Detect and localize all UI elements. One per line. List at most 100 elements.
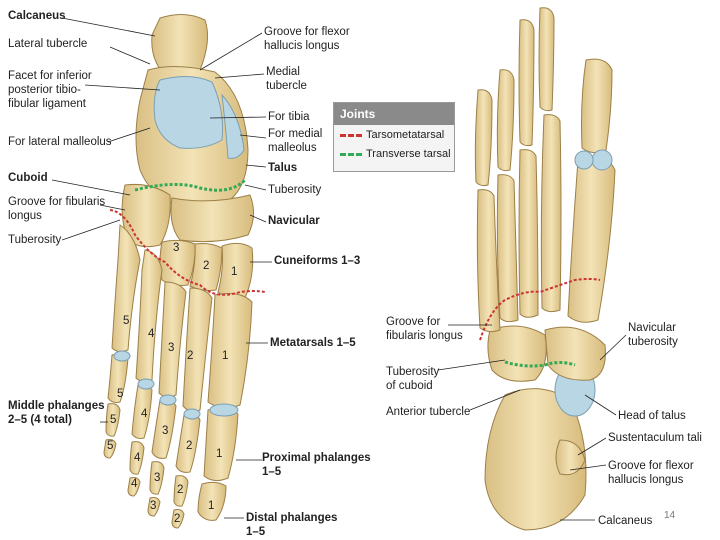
navicular-bone bbox=[170, 194, 254, 243]
plantar-phalanx-3 bbox=[518, 19, 535, 147]
mt3-head bbox=[159, 394, 177, 406]
plantar-phalanx-5 bbox=[474, 89, 493, 187]
dorsal-view bbox=[103, 14, 254, 529]
num-mid-5: 5 bbox=[110, 414, 117, 426]
distal-phalanx-5 bbox=[103, 439, 117, 459]
mt5-head bbox=[113, 350, 131, 362]
label-medial-malleolus-line2: malleolus bbox=[268, 142, 317, 154]
distal-phalanx-1 bbox=[197, 481, 227, 521]
plantar-label-tuberosity-cuboid-line2: of cuboid bbox=[386, 380, 433, 392]
plantar-label-navicular-tuberosity-line2: tuberosity bbox=[628, 336, 678, 348]
plantar-label-groove-flexor-line2: hallucis longus bbox=[608, 474, 684, 486]
plantar-transverse-tarsal-line bbox=[504, 360, 576, 368]
plantar-metatarsal-5 bbox=[476, 189, 501, 333]
dorsal-leader-lines bbox=[51, 17, 272, 519]
plantar-label-groove-fibularis-line2: fibularis longus bbox=[386, 330, 463, 342]
plantar-leader-lines bbox=[437, 324, 627, 521]
label-tuberosity-left: Tuberosity bbox=[8, 234, 62, 246]
plantar-label-anterior-tubercle: Anterior tubercle bbox=[386, 406, 471, 418]
mt2-head bbox=[183, 408, 201, 420]
dorsal-tarsometatarsal-line bbox=[109, 209, 266, 296]
plantar-metatarsal-4 bbox=[496, 174, 519, 323]
proximal-phalanx-1 bbox=[203, 407, 239, 482]
num-prox-2: 2 bbox=[186, 440, 193, 452]
label-proximal-phalanges-line1: Proximal phalanges bbox=[262, 452, 371, 464]
plantar-phalanx-4 bbox=[496, 69, 515, 172]
cuneiform-2-bone bbox=[189, 243, 223, 291]
num-cuneiform-3: 3 bbox=[173, 242, 180, 254]
tibia-facet bbox=[153, 76, 223, 149]
plantar-metatarsal-2 bbox=[540, 114, 562, 313]
label-medial-malleolus-line1: For medial bbox=[268, 128, 323, 140]
legend-title: Joints bbox=[334, 103, 454, 125]
legend-tarsometatarsal: Tarsometatarsal bbox=[366, 129, 445, 141]
plantar-label-groove-flexor-line1: Groove for flexor bbox=[608, 460, 694, 472]
plantar-phalanx-1 bbox=[581, 58, 613, 154]
metatarsal-3-bone bbox=[158, 281, 187, 398]
num-mid-4: 4 bbox=[134, 452, 141, 464]
label-calcaneus: Calcaneus bbox=[8, 10, 66, 22]
plantar-label-sustentaculum-tali: Sustentaculum tali bbox=[608, 432, 702, 444]
label-groove-flexor-line2: hallucis longus bbox=[264, 40, 340, 52]
label-for-tibia: For tibia bbox=[268, 111, 310, 123]
num-prox-1: 1 bbox=[216, 448, 223, 460]
medial-malleolus-facet bbox=[221, 93, 245, 159]
label-groove-fibularis-line1: Groove for fibularis bbox=[8, 196, 106, 208]
joints-legend: Joints Tarsometatarsal Transverse tarsal bbox=[333, 102, 455, 172]
num-metatarsal-2: 2 bbox=[187, 350, 194, 362]
num-mid-3: 3 bbox=[154, 472, 161, 484]
mt1-head bbox=[209, 403, 239, 417]
num-metatarsal-1: 1 bbox=[222, 350, 229, 362]
num-dist-4: 4 bbox=[131, 478, 138, 490]
label-distal-phalanges-line2: 1–5 bbox=[246, 526, 266, 538]
distal-phalanx-3 bbox=[147, 497, 161, 517]
plantar-cuboid bbox=[487, 325, 547, 382]
legend-swatch-green bbox=[340, 153, 362, 156]
middle-phalanx-5 bbox=[105, 403, 121, 437]
num-dist-5: 5 bbox=[107, 440, 114, 452]
sesamoid-lateral bbox=[574, 150, 594, 170]
num-prox-5: 5 bbox=[117, 388, 124, 400]
num-dist-2: 2 bbox=[174, 513, 181, 525]
label-cuboid: Cuboid bbox=[8, 172, 48, 184]
label-metatarsals: Metatarsals 1–5 bbox=[270, 337, 356, 349]
middle-phalanx-3 bbox=[149, 461, 165, 495]
middle-phalanx-4 bbox=[129, 441, 145, 475]
plantar-sustentaculum bbox=[555, 439, 586, 476]
num-cuneiform-2: 2 bbox=[203, 260, 210, 272]
num-cuneiform-1: 1 bbox=[231, 266, 238, 278]
num-dist-3: 3 bbox=[150, 500, 157, 512]
dorsal-transverse-tarsal-line bbox=[134, 178, 247, 192]
label-groove-flexor-line1: Groove for flexor bbox=[264, 26, 350, 38]
label-lateral-malleolus: For lateral malleolus bbox=[8, 136, 112, 148]
num-mid-2: 2 bbox=[177, 484, 184, 496]
plantar-label-head-of-talus: Head of talus bbox=[618, 410, 686, 422]
num-metatarsal-4: 4 bbox=[148, 328, 155, 340]
plantar-tarsometatarsal-line bbox=[479, 278, 601, 341]
label-proximal-phalanges-line2: 1–5 bbox=[262, 466, 282, 478]
plantar-phalanx-2 bbox=[538, 7, 555, 112]
mt4-head bbox=[137, 378, 155, 390]
plantar-label-tuberosity-cuboid-line1: Tuberosity bbox=[386, 366, 440, 378]
metatarsal-4-bone bbox=[135, 249, 163, 383]
num-prox-4: 4 bbox=[141, 408, 148, 420]
distal-phalanx-4 bbox=[127, 477, 141, 497]
label-middle-phalanges-line1: Middle phalanges bbox=[8, 400, 105, 412]
label-facet-line2: posterior tibio- bbox=[8, 84, 81, 96]
num-dist-1: 1 bbox=[208, 500, 215, 512]
plantar-label-calcaneus: Calcaneus bbox=[598, 515, 653, 527]
metatarsal-1-bone bbox=[207, 293, 253, 409]
plantar-navicular bbox=[544, 326, 606, 381]
distal-phalanx-2 bbox=[171, 509, 185, 529]
label-cuneiforms: Cuneiforms 1–3 bbox=[274, 255, 361, 267]
plantar-view bbox=[474, 7, 616, 531]
label-distal-phalanges-line1: Distal phalanges bbox=[246, 512, 338, 524]
label-medial-tubercle-line1: Medial bbox=[266, 66, 300, 78]
num-metatarsal-3: 3 bbox=[168, 342, 175, 354]
metatarsal-5-bone bbox=[111, 224, 141, 353]
label-facet-line1: Facet for inferior bbox=[8, 70, 92, 82]
legend-transverse-tarsal: Transverse tarsal bbox=[366, 148, 451, 160]
cuboid-bone bbox=[121, 184, 171, 248]
